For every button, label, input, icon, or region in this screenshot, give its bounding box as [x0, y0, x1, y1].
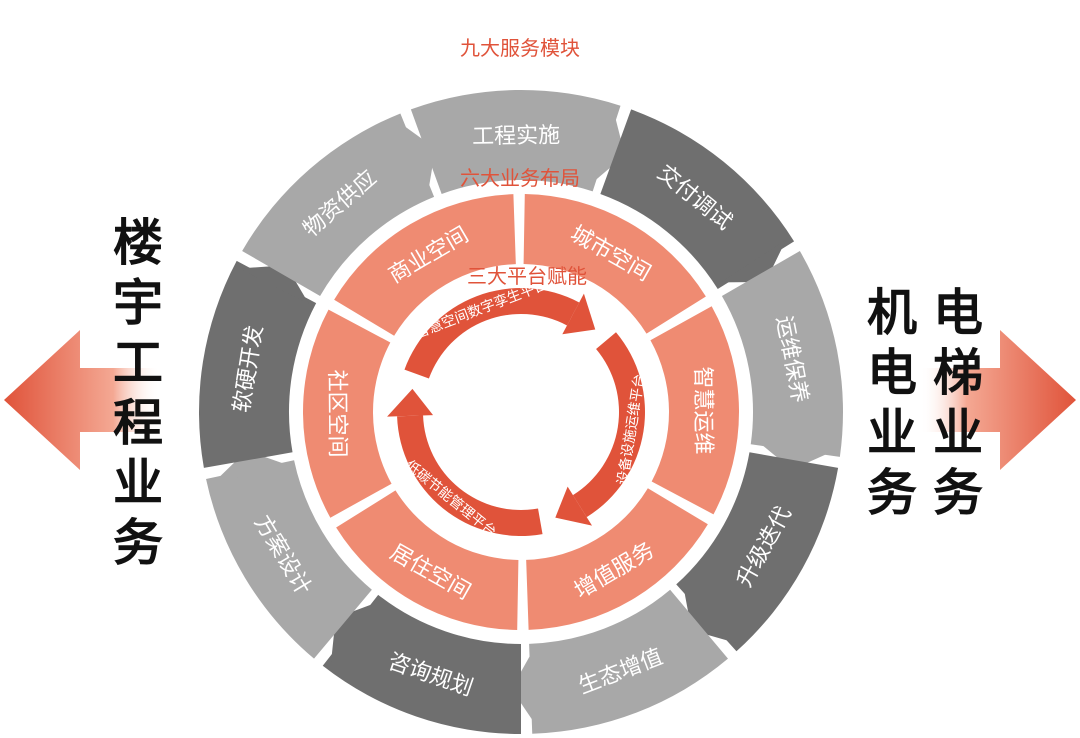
business-section: 居住空间	[336, 490, 519, 630]
business-section: 社区空间	[303, 309, 392, 518]
chevron-right-icon	[590, 109, 625, 185]
center-title-line2: 研究院	[470, 414, 572, 454]
left-business-title: 楼宇工程业务	[113, 214, 163, 572]
right-business-col2: 电梯业务	[933, 284, 983, 522]
service-module: 物资供应	[242, 113, 436, 296]
outer-ring-caption: 九大服务模块	[460, 36, 580, 60]
inner-ring-caption: 三大平台赋能	[467, 264, 587, 288]
right-arrow-icon	[920, 330, 1076, 470]
business-section: 智慧运维	[650, 306, 739, 515]
arrow-head-icon	[387, 388, 434, 417]
arrow-head-icon	[555, 486, 593, 526]
chevron-right-icon	[397, 121, 436, 193]
chevron-right-icon	[511, 649, 538, 728]
chevron-right-icon	[757, 441, 835, 470]
service-module: 软硬开发	[199, 260, 317, 468]
service-module: 工程实施	[410, 90, 625, 194]
service-module-label: 工程实施	[472, 123, 560, 150]
service-module: 交付调试	[600, 109, 795, 290]
business-section: 城市空间	[523, 194, 706, 334]
service-module: 生态增值	[511, 589, 728, 734]
business-section: 商业空间	[334, 194, 516, 336]
arrow-head-icon	[562, 293, 596, 335]
service-module: 升级迭代	[676, 452, 839, 652]
service-module: 运维保养	[721, 251, 843, 470]
center-title-line1: 智慧空间	[453, 369, 589, 409]
service-module: 方案设计	[206, 450, 372, 659]
middle-ring-caption: 六大业务布局	[460, 166, 580, 190]
left-arrow-icon	[4, 330, 160, 470]
chevron-right-icon	[213, 450, 290, 484]
right-business-col1: 机电业务	[867, 284, 917, 522]
business-section-label: 社区空间	[324, 369, 350, 457]
business-section-label: 智慧运维	[690, 366, 716, 454]
